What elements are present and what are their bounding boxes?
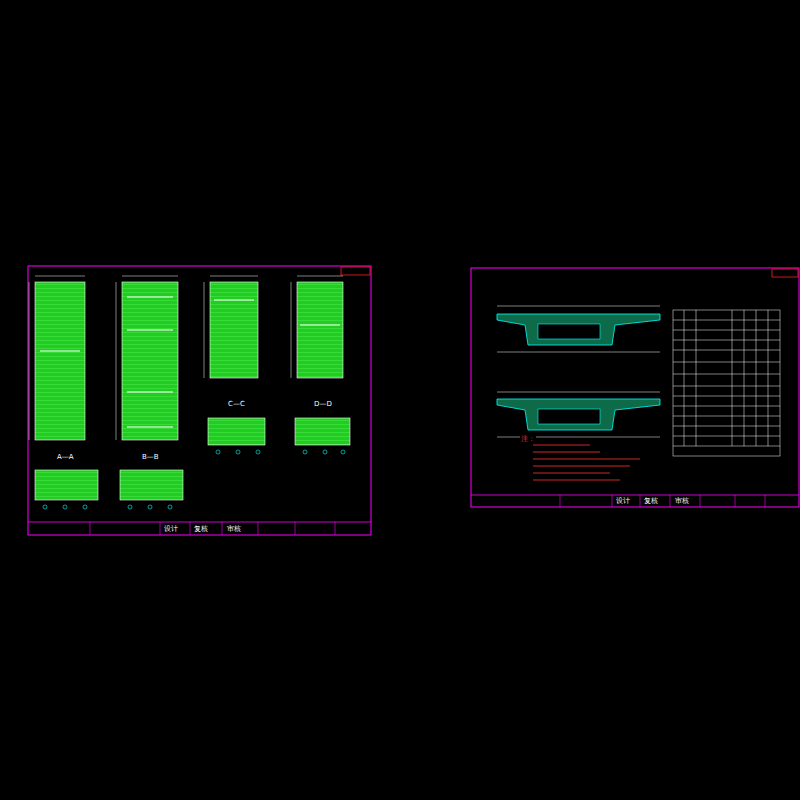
note-heading: 注：	[520, 435, 536, 443]
title-block-cell: 设计	[615, 497, 631, 505]
section-label: D—D	[313, 400, 333, 408]
section-label: C—C	[227, 400, 246, 408]
title-block-cell: 复核	[643, 497, 659, 505]
section-label: A—A	[56, 453, 75, 461]
section-label: B—B	[141, 453, 160, 461]
title-block-cell: 审核	[226, 525, 242, 533]
title-block-cell: 审核	[674, 497, 690, 505]
title-block-cell: 设计	[163, 525, 179, 533]
title-block-cell: 复核	[193, 525, 209, 533]
